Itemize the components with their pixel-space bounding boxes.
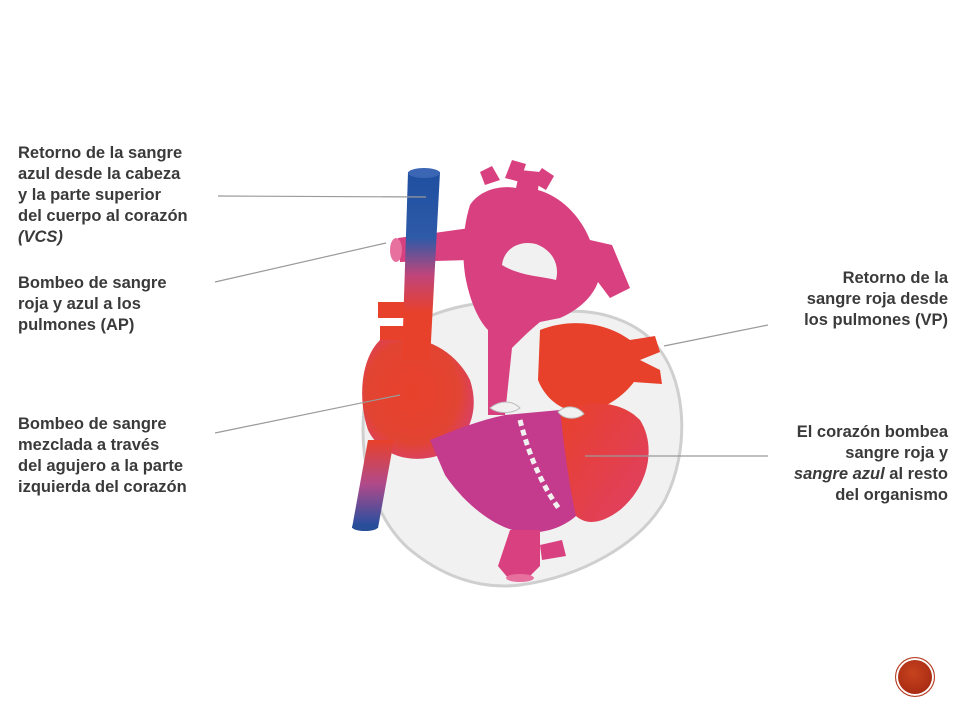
label-abbr: (VCS) — [18, 228, 63, 246]
leader-vp — [663, 324, 769, 347]
label-line-mixed: sangre azul al resto — [794, 464, 948, 485]
label-vcs: Retorno de la sangre azul desde la cabez… — [18, 143, 188, 248]
leader-ap — [214, 242, 387, 283]
aorta-branch-1 — [480, 166, 500, 185]
label-line: mezclada a través — [18, 436, 160, 454]
rpv-1 — [378, 302, 404, 318]
left-ventricle — [560, 403, 649, 522]
septum-line — [517, 419, 563, 512]
label-line: roja y azul a los — [18, 295, 141, 313]
ivc — [352, 440, 394, 528]
arch-inner — [502, 242, 558, 280]
aorta-branch-3 — [532, 168, 554, 190]
label-line: sangre roja y — [845, 444, 948, 462]
aorta-branch-2 — [505, 160, 526, 182]
label-pump: El corazón bombea sangre roja y sangre a… — [794, 422, 948, 506]
right-atrium — [362, 337, 474, 459]
label-line: Bombeo de sangre — [18, 274, 167, 292]
pulmonary-trunk — [463, 170, 630, 415]
label-line: del organismo — [835, 486, 948, 504]
label-mix: Bombeo de sangre mezclada a través del a… — [18, 414, 187, 498]
label-line: azul desde la cabeza — [18, 165, 181, 183]
label-ap: Bombeo de sangre roja y azul a los pulmo… — [18, 273, 167, 336]
label-line: izquierda del corazón — [18, 478, 187, 496]
valve-2 — [557, 406, 585, 419]
label-line: Retorno de la sangre — [18, 144, 183, 162]
label-rest: al resto — [884, 465, 948, 483]
label-line: El corazón bombea — [796, 423, 948, 441]
label-line: Bombeo de sangre — [18, 415, 167, 433]
label-vp: Retorno de la sangre roja desde los pulm… — [804, 268, 948, 331]
label-line: y la parte superior — [18, 186, 162, 204]
left-atrium — [538, 323, 662, 412]
valve-1 — [489, 401, 521, 413]
label-line: pulmones (AP) — [18, 316, 135, 334]
descending-aorta — [498, 530, 540, 578]
label-line: del agujero a la parte — [18, 457, 184, 475]
label-line: sangre roja desde — [806, 290, 948, 308]
label-line: del cuerpo al corazón — [18, 207, 188, 225]
label-line: Retorno de la — [842, 269, 948, 287]
leader-vcs — [217, 195, 427, 198]
leader-mix — [214, 394, 401, 434]
right-ventricle — [430, 410, 576, 533]
rpv-2 — [380, 326, 404, 340]
slide-nav-button[interactable] — [895, 657, 935, 697]
svc — [402, 172, 440, 360]
label-line: los pulmones (VP) — [804, 311, 948, 329]
label-italic: sangre azul — [793, 465, 885, 483]
aorta-side — [540, 540, 566, 560]
